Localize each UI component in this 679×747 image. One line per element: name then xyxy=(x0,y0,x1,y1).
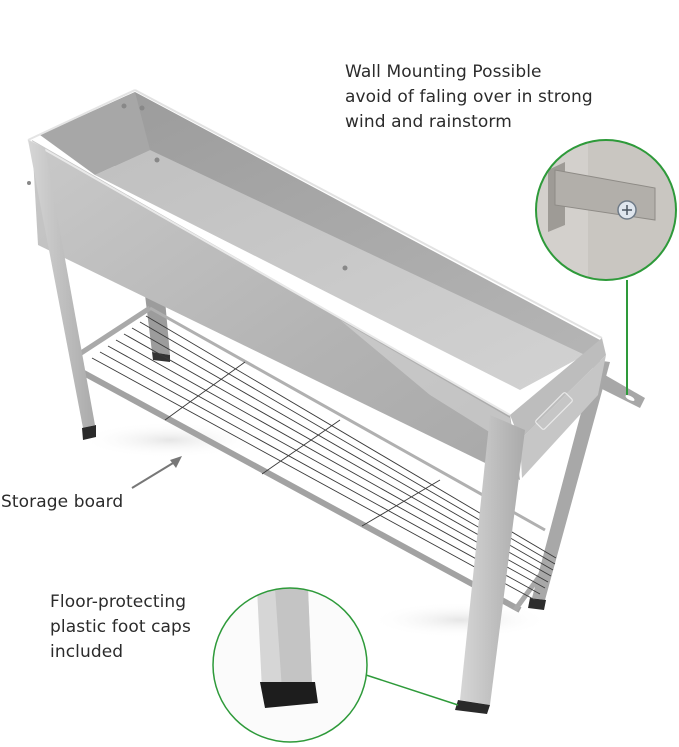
front-right-leg xyxy=(455,415,525,714)
wall-mount-bracket xyxy=(600,375,645,408)
planter-box xyxy=(27,89,606,480)
foot-caps-annotation: Floor-protecting plastic foot caps include… xyxy=(50,590,191,665)
annotation-line: wind and rainstorm xyxy=(345,112,512,132)
shadow xyxy=(370,602,550,638)
storage-shelf xyxy=(76,305,558,613)
back-right-leg xyxy=(528,360,610,610)
wall-mounting-annotation: Wall Mounting Possible avoid of faling ov… xyxy=(345,60,593,135)
annotation-line: Floor-protecting xyxy=(50,592,187,612)
annotation-line: avoid of faling over in strong xyxy=(345,87,593,107)
embossed-logo xyxy=(535,392,573,430)
shadow xyxy=(80,422,260,458)
annotation-line: plastic foot caps xyxy=(50,617,191,637)
foot-cap-callout xyxy=(212,587,459,743)
front-left-leg xyxy=(28,140,96,440)
annotation-line: included xyxy=(50,642,124,662)
storage-board-annotation: Storage board xyxy=(1,492,124,512)
annotation-line: Wall Mounting Possible xyxy=(345,62,542,82)
storage-board-arrow xyxy=(131,456,182,489)
wall-bracket-callout xyxy=(535,139,677,395)
